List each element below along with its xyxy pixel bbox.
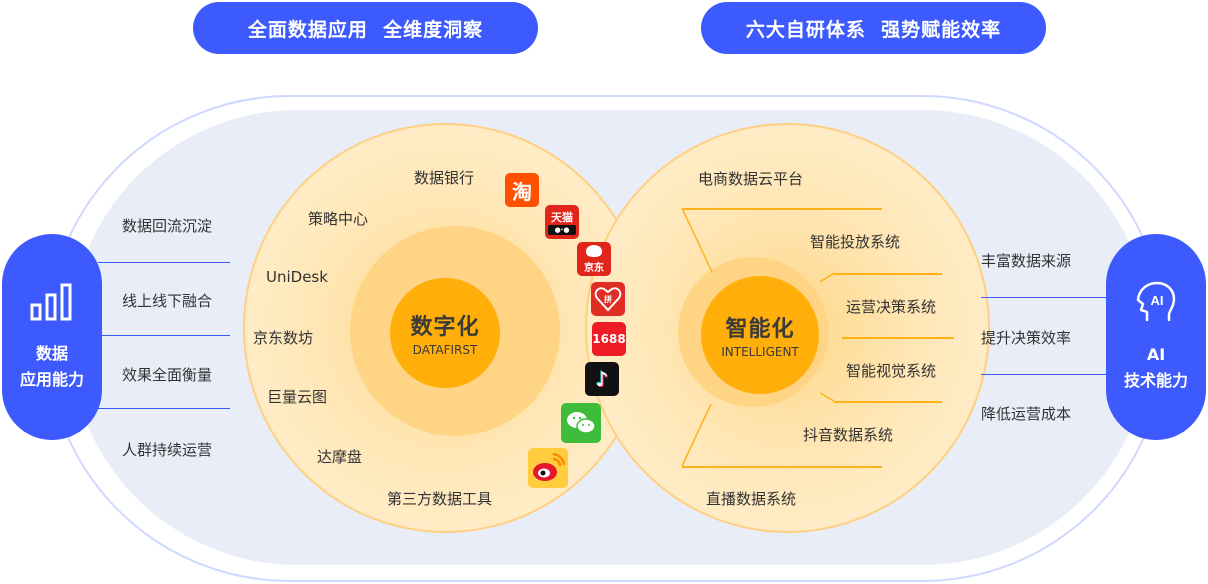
digital-core-title: 数字化 xyxy=(410,315,480,340)
digital-item-jd-shufang: 京东数坊 xyxy=(253,329,314,347)
banner-left-text: 全面数据应用 全维度洞察 xyxy=(247,18,484,41)
intelligent-core-circle: 智能化 INTELLIGENT xyxy=(701,276,819,394)
digital-item-strategy-center: 策略中心 xyxy=(308,210,369,228)
intelligent-item-ad-delivery: 智能投放系统 xyxy=(810,233,901,251)
banner-right-text: 六大自研体系 强势赋能效率 xyxy=(745,18,1002,41)
intelligent-core-title: 智能化 xyxy=(725,317,795,342)
digital-item-data-bank: 数据银行 xyxy=(414,169,475,187)
left-feature-3: 效果全面衡量 xyxy=(122,366,213,384)
left-divider-1 xyxy=(98,262,230,263)
right-pill-line1: AI xyxy=(1146,345,1166,364)
intelligent-item-ecommerce-cloud: 电商数据云平台 xyxy=(698,170,804,188)
intelligent-item-visual: 智能视觉系统 xyxy=(846,362,937,380)
right-feature-1: 丰富数据来源 xyxy=(981,252,1072,270)
right-divider-2 xyxy=(981,374,1106,375)
intelligent-connector-3 xyxy=(842,337,954,339)
intelligent-connector-1 xyxy=(682,208,882,210)
tmall-logo-icon: 天猫 ●·● xyxy=(545,205,579,239)
digital-item-juliang-yuntu: 巨量云图 xyxy=(267,388,328,406)
intelligent-item-operation-decision: 运营决策系统 xyxy=(846,298,937,316)
left-feature-1: 数据回流沉淀 xyxy=(122,217,213,235)
intelligent-item-douyin-data: 抖音数据系统 xyxy=(803,426,894,444)
left-pill-line1: 数据 xyxy=(35,344,68,363)
intelligent-item-live-data: 直播数据系统 xyxy=(706,490,797,508)
left-feature-2: 线上线下融合 xyxy=(122,292,213,310)
intelligent-core-subtitle: INTELLIGENT xyxy=(721,345,799,359)
right-feature-2: 提升决策效率 xyxy=(981,329,1072,347)
digital-core-subtitle: DATAFIRST xyxy=(412,343,478,357)
intelligent-connector-4 xyxy=(834,401,942,403)
digital-item-third-party-tools: 第三方数据工具 xyxy=(387,490,493,508)
ai-technology-pill: AI AI 技术能力 xyxy=(1106,234,1206,440)
left-divider-3 xyxy=(98,408,230,409)
1688-logo-icon: 1688 xyxy=(592,322,626,356)
digital-item-damopan: 达摩盘 xyxy=(317,448,363,466)
left-pill-line2: 应用能力 xyxy=(19,370,84,389)
digital-item-unidesk: UniDesk xyxy=(266,268,328,286)
left-feature-4: 人群持续运营 xyxy=(122,441,213,459)
pinduoduo-logo-icon: 拼 xyxy=(591,282,625,316)
intelligent-connector-2 xyxy=(834,273,942,275)
right-divider-1 xyxy=(981,297,1106,298)
taobao-logo-icon: 淘 xyxy=(505,173,539,207)
jd-logo-icon: 京东 xyxy=(577,242,611,276)
data-application-pill: 数据 应用能力 xyxy=(2,234,102,440)
left-divider-2 xyxy=(98,335,230,336)
intelligent-connector-5 xyxy=(682,466,882,468)
right-feature-3: 降低运营成本 xyxy=(981,405,1072,423)
bar-chart-icon xyxy=(30,283,72,321)
banner-data-application: 全面数据应用 全维度洞察 xyxy=(193,2,538,54)
douyin-logo-icon: ♪ xyxy=(585,362,619,396)
digital-core-circle: 数字化 DATAFIRST xyxy=(390,278,500,388)
ai-head-icon: AI xyxy=(1136,281,1176,322)
banner-self-developed-systems: 六大自研体系 强势赋能效率 xyxy=(701,2,1046,54)
wechat-logo-icon xyxy=(561,403,601,443)
svg-text:AI: AI xyxy=(1151,293,1164,308)
right-pill-line2: 技术能力 xyxy=(1123,371,1188,390)
svg-text:拼: 拼 xyxy=(604,294,612,304)
weibo-logo-icon xyxy=(528,448,568,488)
